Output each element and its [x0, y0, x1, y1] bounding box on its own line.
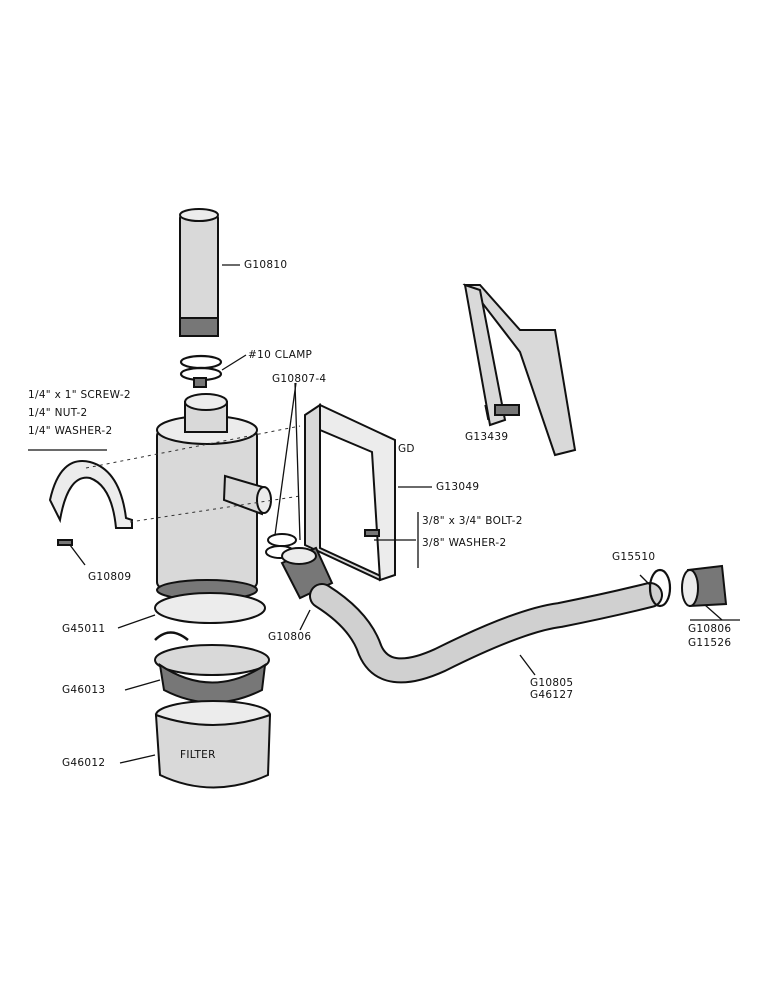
label-g46012: G46012 — [62, 757, 105, 769]
oil-cup-g46012: FILTER — [154, 700, 272, 789]
label-g11526: G11526 — [688, 637, 731, 649]
label-g10806-right: G10806 — [688, 623, 731, 635]
intake-pipe — [179, 208, 219, 337]
label-g15510: G15510 — [612, 551, 655, 563]
label-nut: 1/4" NUT-2 — [28, 407, 88, 419]
support-bracket-g13439 — [462, 283, 577, 457]
label-g10805: G10805 — [530, 677, 573, 689]
oil-cup-stamp: FILTER — [180, 749, 216, 761]
label-g10810: G10810 — [244, 259, 287, 271]
hose-clamp-top — [179, 354, 223, 388]
label-g13049: G13049 — [436, 481, 479, 493]
label-clamp: #10 CLAMP — [248, 349, 312, 361]
hose-connector-right — [681, 564, 728, 608]
label-g10809: G10809 — [88, 571, 131, 583]
label-washer-left: 1/4" WASHER-2 — [28, 425, 113, 437]
mounting-band-strap — [48, 460, 133, 546]
label-g46127: G46127 — [530, 689, 573, 701]
label-g10807-4: G10807-4 — [272, 373, 326, 385]
label-g10806-center: G10806 — [268, 631, 311, 643]
air-cleaner-body — [156, 393, 272, 601]
label-bolt: 3/8" x 3/4" BOLT-2 — [422, 515, 523, 527]
filter-element-g46013 — [154, 644, 270, 704]
support-bracket-g13049 — [304, 403, 396, 582]
hose-clamp-right — [648, 568, 672, 608]
label-g46013: G46013 — [62, 684, 105, 696]
label-g13439: G13439 — [465, 431, 508, 443]
bail-ring-g45011 — [154, 592, 266, 641]
label-screw: 1/4" x 1" SCREW-2 — [28, 389, 131, 401]
label-washer-right: 3/8" WASHER-2 — [422, 537, 507, 549]
label-bracket-mark: GD — [398, 443, 415, 455]
alignment-line-upper — [85, 425, 301, 469]
alignment-line-lower — [129, 495, 301, 523]
label-g45011: G45011 — [62, 623, 105, 635]
